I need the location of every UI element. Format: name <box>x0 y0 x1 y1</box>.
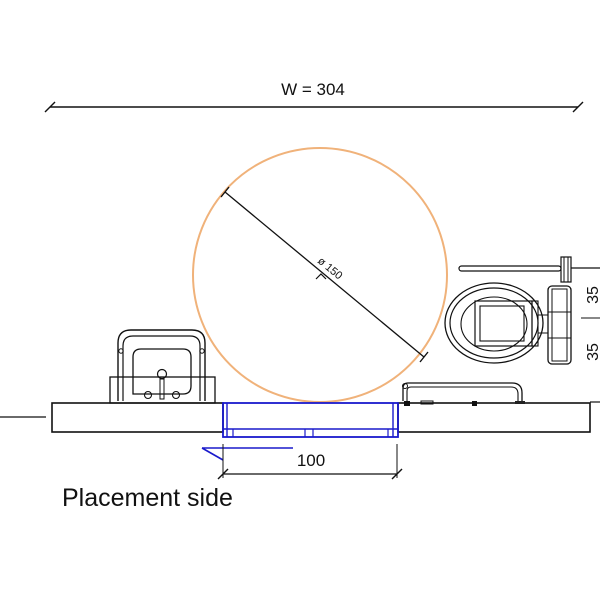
door-dim-tick-right <box>391 468 403 480</box>
toilet-seat-outer <box>444 282 544 364</box>
width-dimension-label: W = 304 <box>281 80 345 99</box>
grab-bar-mount-2 <box>472 401 477 406</box>
door-frame <box>222 402 399 438</box>
basin-pin-right <box>199 348 205 354</box>
door-dim-label: 100 <box>297 451 325 470</box>
basin-bowl <box>132 348 192 395</box>
basin-frame-outer <box>117 329 206 401</box>
wall-segment-left <box>51 402 224 433</box>
toilet-bowl <box>460 296 528 352</box>
diameter-tick-bottom <box>419 351 429 363</box>
toilet-tank-inner <box>551 288 568 362</box>
grab-bar-inner <box>406 386 519 401</box>
door-swing-edge <box>201 447 224 461</box>
toilet-dimensions: 35 35 <box>581 286 600 361</box>
wall <box>0 401 600 433</box>
door-dimension: 100 <box>217 444 403 480</box>
basin-drain-right <box>171 390 181 400</box>
washbasin <box>109 329 216 404</box>
diameter-tick-top <box>220 186 230 198</box>
width-dimension: W = 304 <box>44 80 584 113</box>
diameter-line <box>224 191 425 358</box>
width-tick-left <box>44 101 56 113</box>
door <box>201 402 399 461</box>
toilet-dim-label-bottom: 35 <box>585 343 600 361</box>
placement-caption: Placement side <box>62 484 233 512</box>
circle-center-mark <box>315 273 327 280</box>
wall-segment-right <box>397 402 591 433</box>
grab-bar-mount-1 <box>404 401 410 406</box>
turning-circle: ø 150 <box>192 147 448 403</box>
grab-bar-end <box>402 383 408 389</box>
toilet-grab-bar <box>458 265 562 272</box>
grab-bar-lower <box>402 382 525 406</box>
door-dim-tick-left <box>217 468 229 480</box>
toilet-tank <box>547 285 572 365</box>
grab-bar-bracket <box>560 256 572 283</box>
toilet-hinge <box>531 300 539 347</box>
width-tick-right <box>572 101 584 113</box>
grab-bar-upper <box>458 256 600 283</box>
toilet <box>444 282 572 365</box>
wall-plate <box>420 400 434 405</box>
turning-circle-outline <box>192 147 448 403</box>
toilet-dim-label-top: 35 <box>585 286 600 304</box>
basin-frame-inner <box>122 335 201 401</box>
basin-counter <box>109 376 216 404</box>
grab-bar-mount-3 <box>515 401 525 404</box>
basin-tap-stem <box>159 378 165 400</box>
basin-drain-left <box>143 390 153 400</box>
basin-pin-left <box>118 348 124 354</box>
toilet-lid <box>479 305 525 342</box>
grab-bar-outer <box>402 382 523 401</box>
toilet-seat-inner <box>449 287 539 359</box>
